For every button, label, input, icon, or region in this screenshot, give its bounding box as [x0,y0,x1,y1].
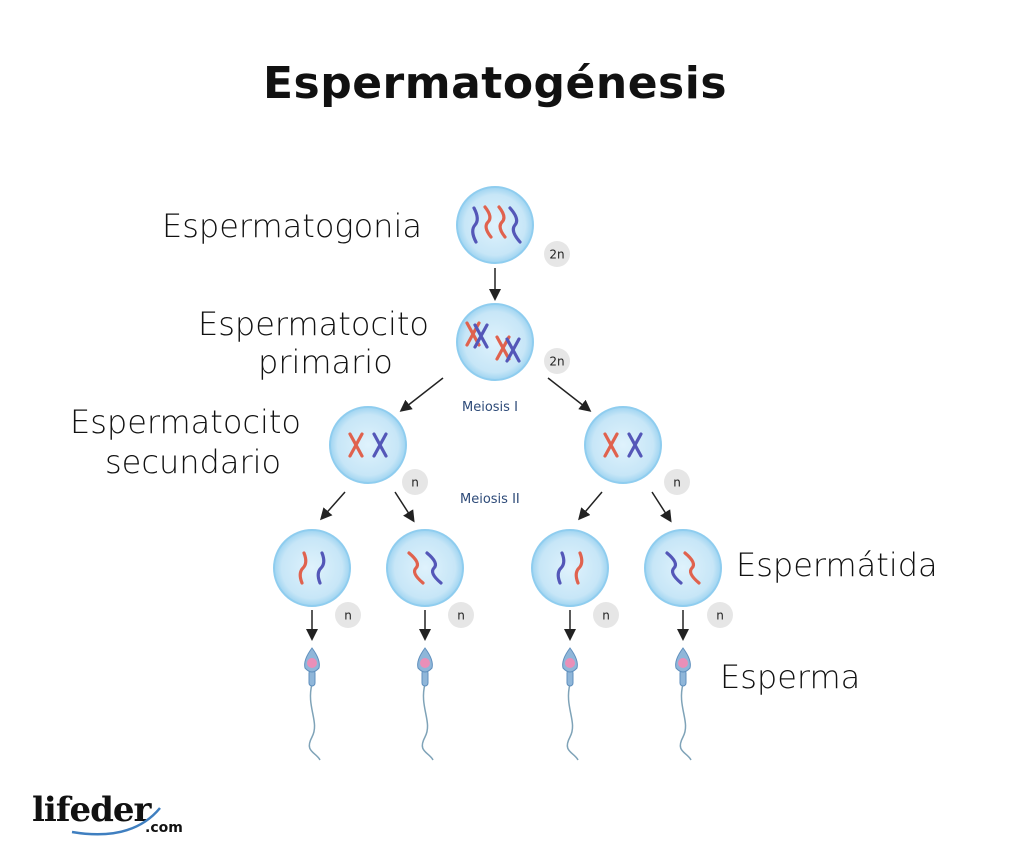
sperm [417,647,434,761]
badge-circle [335,602,361,628]
cell-membrane [456,303,534,381]
arrow [394,491,415,523]
label-primary-line2: primario [258,343,393,381]
ploidy-text: n [411,476,419,490]
label-sperm: Esperma [720,658,861,696]
label-meiosis-1: Meiosis I [462,400,518,415]
ploidy-text: 2n [549,355,564,369]
badge-circle [544,241,570,267]
diagram-title: Espermatogénesis [262,58,728,109]
chromosome [574,551,584,585]
chromosome-red [483,205,493,239]
logo-swoosh [71,807,161,836]
chromosome-red [497,205,507,239]
chromosome-blue [505,337,521,363]
label-spermatid: Espermátida [736,546,938,584]
ploidy-badge: n [402,469,428,495]
cell-membrane [456,186,534,264]
sperm-nucleus [678,658,688,668]
chromosome-red [348,432,364,458]
sperm-tail [308,683,321,761]
chromosome [665,551,683,585]
lifeder-logo: lifeder .com [32,790,183,836]
ploidy-badge: n [448,602,474,628]
arrow [399,377,444,412]
cell-membrane [329,406,407,484]
cell-primary-spermatocyte [456,303,534,381]
arrow [578,491,603,521]
sperm-tail [421,683,434,761]
badge-circle [448,602,474,628]
chromosome [316,551,326,585]
ploidy-text: n [344,609,352,623]
chromosome [407,551,425,585]
label-secondary-line1: Espermatocito [70,403,301,441]
chromosome [556,551,566,585]
ploidy-badge: n [335,602,361,628]
sperm-tail [566,683,579,761]
ploidy-text: n [602,609,610,623]
ploidy-text: n [457,609,465,623]
cell-spermatogonia [456,186,534,264]
badge-circle [707,602,733,628]
cell-spermatid [386,529,464,607]
chromosome-blue [372,432,388,458]
sperm [304,647,321,761]
badge-circle [664,469,690,495]
ploidy-text: n [673,476,681,490]
ploidy-badge: 2n [544,241,570,267]
cell-secondary-spermatocyte [584,406,662,484]
chromosome-blue [627,432,643,458]
logo-suffix: .com [145,820,183,836]
cell-secondary-spermatocyte [329,406,407,484]
cell-membrane [644,529,722,607]
ploidy-text: n [716,609,724,623]
label-spermatogonia: Espermatogonia [162,207,422,245]
cell-membrane [386,529,464,607]
logo-text: lifeder [32,790,151,830]
chromosome-blue [508,206,522,244]
badge-circle [402,469,428,495]
cell-membrane [273,529,351,607]
chromosome-red [603,432,619,458]
chromosome-blue [471,206,479,244]
sperm-nucleus [420,658,430,668]
cell-spermatid [531,529,609,607]
sperm [675,647,692,761]
chromosome [425,551,443,585]
ploidy-badge: n [664,469,690,495]
cell-membrane [531,529,609,607]
badge-circle [544,348,570,374]
chromosome [683,551,701,585]
sperm-nucleus [307,658,317,668]
label-primary-line1: Espermatocito [198,305,429,343]
sperm [562,647,579,761]
badge-circle [593,602,619,628]
cell-membrane [584,406,662,484]
arrow [547,377,592,412]
chromosome-blue [473,323,489,349]
label-meiosis-2: Meiosis II [460,492,520,507]
label-secondary-line2: secundario [105,443,282,481]
sperm-tail [679,683,692,761]
arrow [320,491,346,521]
ploidy-badge: n [707,602,733,628]
chromosome [298,551,308,585]
cell-spermatid [273,529,351,607]
ploidy-text: 2n [549,248,564,262]
ploidy-badge: n [593,602,619,628]
cell-spermatid [644,529,722,607]
sperm-nucleus [565,658,575,668]
arrow [651,491,672,523]
ploidy-badge: 2n [544,348,570,374]
